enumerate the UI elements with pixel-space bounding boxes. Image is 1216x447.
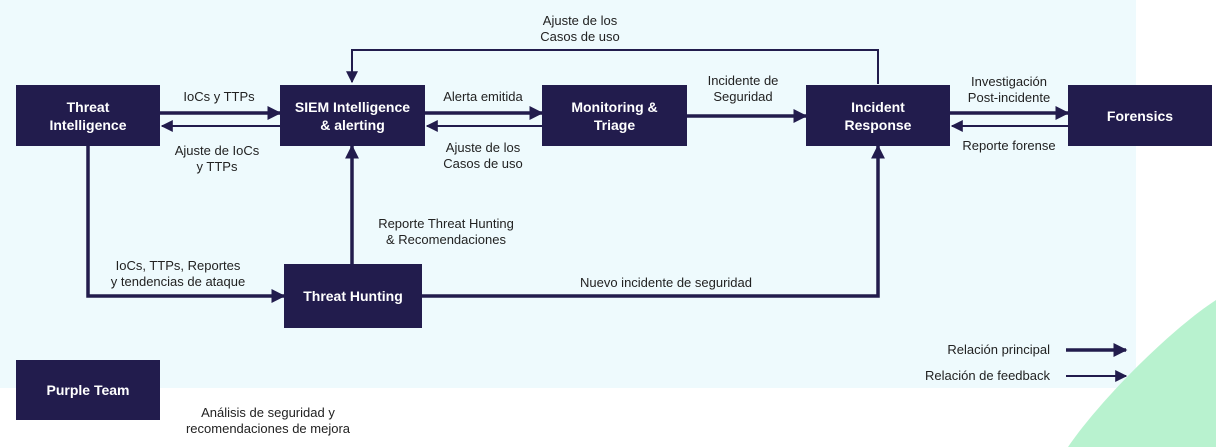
label-nuevo-incidente: Nuevo incidente de seguridad (579, 275, 752, 290)
legend-principal-label: Relación principal (947, 342, 1050, 357)
label-alerta-emitida: Alerta emitida (443, 89, 523, 104)
diagram-background-panel (0, 0, 1136, 388)
edge-ti-to-hunting (86, 146, 286, 303)
label-incidente-seguridad: Incidente de Seguridad (707, 73, 779, 104)
purple-team-note: Análisis de seguridad y recomendaciones … (185, 405, 351, 436)
label-iocs-ttps: IoCs y TTPs (183, 89, 255, 104)
label-investigacion: Investigación Post-incidente (967, 74, 1051, 105)
edge-ir-to-siem-loop (346, 49, 879, 84)
edge-hunting-to-ir (422, 144, 885, 298)
node-threat-hunting: Threat Hunting (284, 264, 422, 328)
node-purple-team: Purple Team (16, 360, 160, 420)
label-ajuste-casos: Ajuste de los Casos de uso (443, 140, 523, 171)
legend-feedback-label: Relación de feedback (924, 368, 1050, 383)
node-threat-intelligence: Threat Intelligence (16, 85, 160, 146)
node-incident-response: Incident Response (806, 85, 950, 146)
node-forensics: Forensics (1068, 85, 1212, 146)
label-iocs-reportes: IoCs, TTPs, Reportes y tendencias de ata… (110, 258, 246, 289)
node-monitoring-triage: Monitoring & Triage (542, 85, 687, 146)
label-reporte-forense: Reporte forense (962, 138, 1056, 153)
label-ajuste-iocs: Ajuste de IoCs y TTPs (174, 143, 260, 174)
label-ajuste-casos-top: Ajuste de los Casos de uso (540, 13, 620, 44)
label-reporte-hunting: Reporte Threat Hunting & Recomendaciones (378, 216, 514, 247)
node-siem-intelligence: SIEM Intelligence & alerting (280, 85, 425, 146)
